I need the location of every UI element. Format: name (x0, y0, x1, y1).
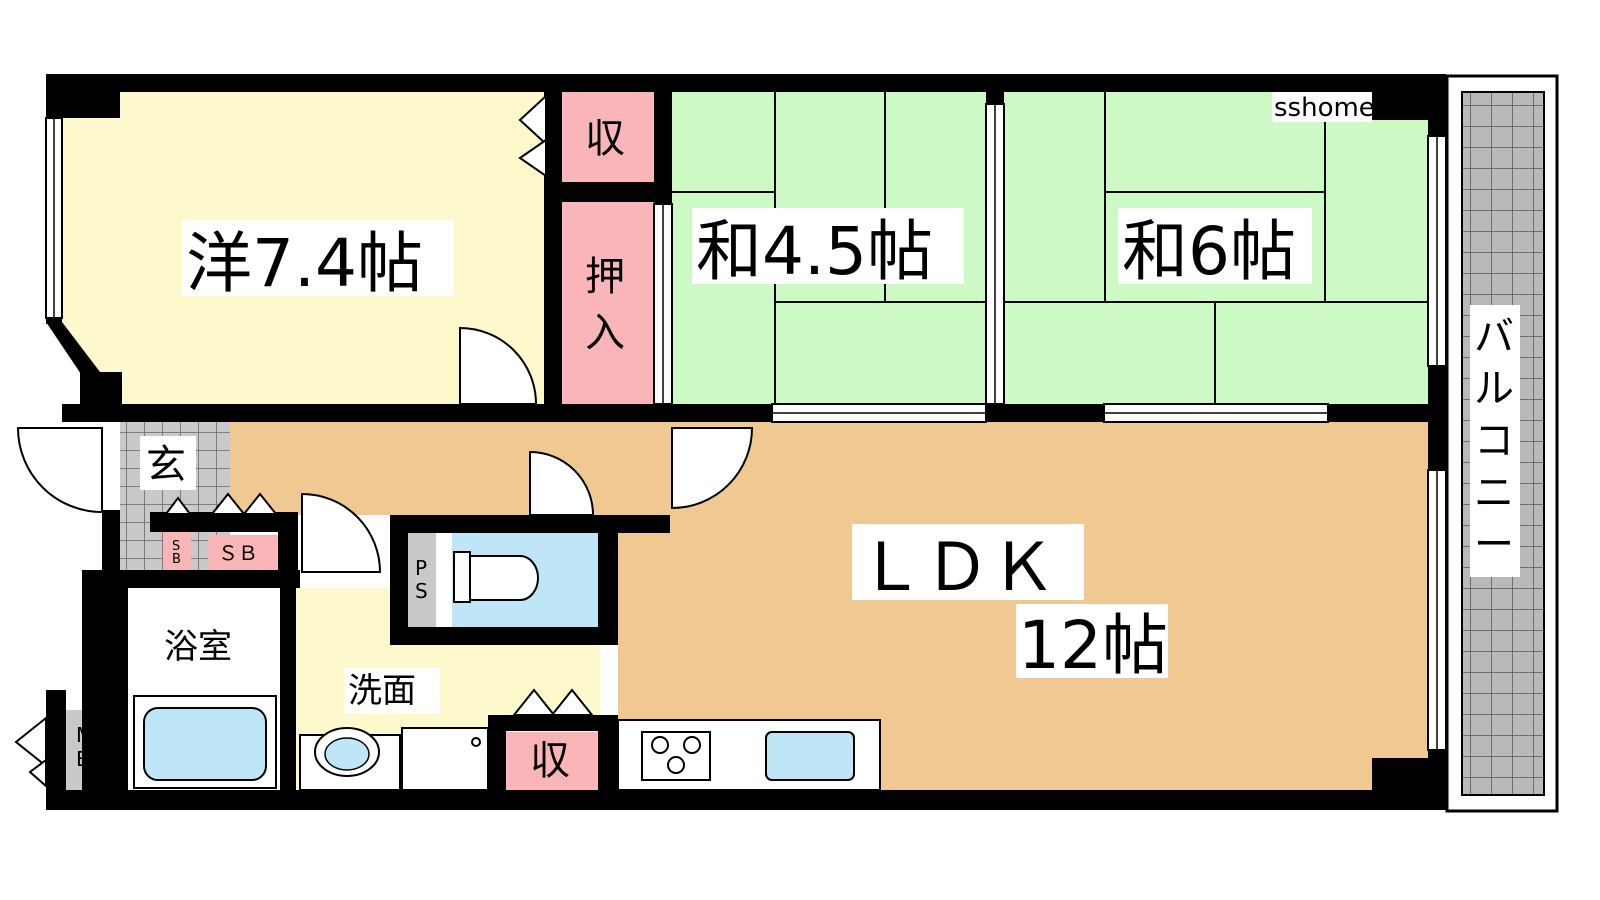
shoe-box-small-label-1: S (172, 539, 180, 554)
pipe-space-label-2: S (415, 579, 428, 603)
balcony-label-3: コ (1474, 418, 1514, 464)
oshiire-label-2: 入 (585, 310, 625, 356)
door-sb-b (241, 492, 279, 515)
meter-box-label-1: M (76, 723, 93, 747)
door-toilet (529, 450, 595, 516)
kitchen-sink (765, 731, 855, 781)
pipe-space (408, 532, 436, 627)
fixtures (133, 551, 881, 791)
door-closet-top-b (518, 138, 547, 178)
door-closet-top-a (518, 93, 547, 147)
toilet-tank (453, 551, 471, 603)
closet-top-label: 収 (585, 116, 625, 162)
tatami-lines (672, 92, 1430, 408)
closet-bottom-label: 収 (530, 738, 570, 784)
shoe-box-large-label: ＳＢ (218, 541, 258, 565)
western-room-label: 洋7.4帖 (186, 225, 423, 302)
balcony-label-1: バ (1474, 314, 1514, 360)
bathtub-basin (143, 707, 267, 781)
entrance-label: 玄 (146, 442, 186, 488)
door-washroom (301, 492, 382, 573)
oshiire-closet (562, 202, 654, 404)
balcony (1445, 74, 1559, 813)
watermark: sshome (1274, 93, 1375, 123)
ldk-label: ＬＤＫ (858, 529, 1056, 606)
balcony-label-5: ー (1474, 522, 1514, 568)
ldk-size-label: 12帖 (1018, 607, 1168, 684)
pipe-space-label-1: P (415, 556, 427, 580)
toilet-bowl (469, 555, 539, 601)
shoe-box-small (163, 530, 191, 570)
doors (14, 93, 754, 789)
meter-box-label-2: B (76, 747, 90, 771)
door-closet-bottom-a (511, 688, 557, 716)
door-closet-bottom-b (549, 688, 595, 716)
shoe-box-large (208, 535, 280, 571)
door-mb-b (28, 758, 47, 789)
japanese-room-large-label: 和6帖 (1122, 213, 1296, 290)
balcony-label-4: ニ (1474, 470, 1514, 516)
balcony-label-2: ル (1474, 366, 1514, 412)
shoe-box-small-label-2: B (172, 552, 181, 567)
door-sb-a (209, 492, 247, 515)
windows (45, 103, 1447, 751)
closet-top (562, 92, 654, 182)
door-entrance (16, 427, 103, 514)
closet-bottom (506, 732, 598, 790)
bath-label: 浴室 (164, 627, 232, 667)
door-ldk (671, 427, 754, 510)
japanese-room-small-label: 和4.5帖 (696, 213, 933, 290)
washroom-label: 洗面 (348, 671, 416, 711)
door-western-room (459, 326, 538, 405)
oshiire-label-1: 押 (585, 254, 625, 300)
door-mb-a (14, 715, 47, 769)
door-sb-small (164, 496, 192, 515)
